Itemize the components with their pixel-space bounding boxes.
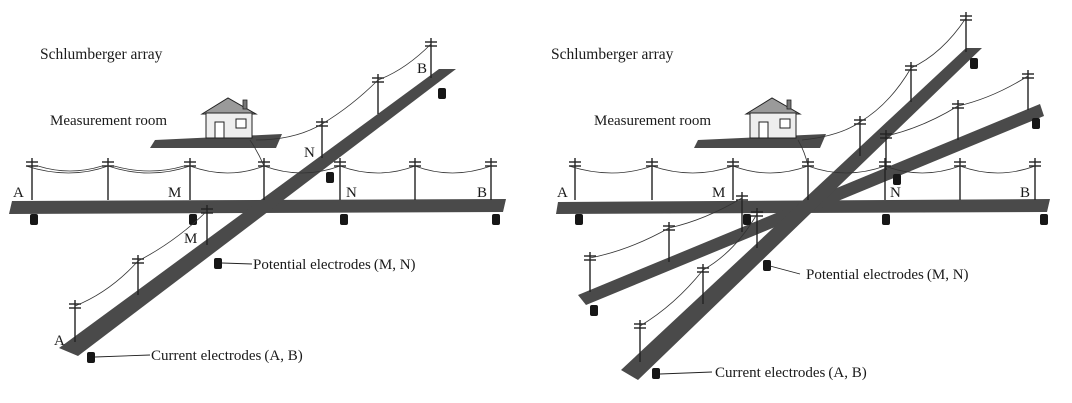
left-wire-diagonal	[74, 43, 432, 307]
right-marker-m: M	[712, 185, 725, 201]
left-marker-n: N	[346, 185, 357, 201]
left-diag-marker-n: N	[304, 145, 315, 161]
left-diag-electrode-n	[326, 172, 334, 183]
right-marker-a: A	[557, 185, 568, 201]
right-room-label: Measurement room	[594, 113, 711, 129]
left-house-icon	[200, 97, 258, 139]
left-electrode-b	[492, 214, 500, 225]
left-panel: Schlumberger array Measurement room	[9, 38, 506, 364]
left-diag-electrode-a	[87, 352, 95, 363]
right-electrode-m	[743, 214, 751, 225]
left-diag-marker-m: M	[184, 231, 197, 247]
right-poles-shallow	[584, 70, 1034, 292]
right-electrode-b	[1040, 214, 1048, 225]
left-potential-label: Potential electrodes (M, N)	[253, 257, 416, 273]
left-diag-electrode-m	[214, 258, 222, 269]
right-poles-horizontal	[569, 158, 1041, 200]
left-marker-a: A	[13, 185, 24, 201]
right-potential-label: Potential electrodes (M, N)	[806, 267, 969, 283]
right-panel: Schlumberger array Measurement room	[551, 12, 1050, 381]
left-panel-title: Schlumberger array	[40, 46, 163, 63]
left-wire-horizontal-2	[37, 165, 185, 172]
right-potential-leader	[769, 265, 801, 275]
left-current-leader	[94, 354, 151, 358]
left-electrode-n	[340, 214, 348, 225]
left-room-label: Measurement room	[50, 113, 167, 129]
left-poles-diagonal	[69, 38, 437, 342]
right-poles-steep	[634, 12, 972, 362]
left-current-label: Current electrodes (A, B)	[151, 348, 303, 364]
right-wire-horizontal	[568, 165, 1036, 174]
right-steep-beam	[621, 48, 982, 380]
right-shallow-electrode-a	[590, 305, 598, 316]
right-electrode-n	[882, 214, 890, 225]
left-diag-marker-b: B	[417, 61, 427, 77]
right-steep-electrode-n	[893, 174, 901, 185]
left-diagonal-beam	[59, 69, 456, 356]
right-panel-title: Schlumberger array	[551, 46, 674, 63]
left-electrode-a	[30, 214, 38, 225]
left-potential-leader	[221, 262, 253, 265]
right-marker-n: N	[890, 185, 901, 201]
left-diag-electrode-b	[438, 88, 446, 99]
left-diag-marker-a: A	[54, 333, 65, 349]
left-marker-b: B	[477, 185, 487, 201]
right-steep-electrode-b	[970, 58, 978, 69]
left-wire-room	[249, 123, 323, 167]
right-marker-b: B	[1020, 185, 1030, 201]
right-current-label: Current electrodes (A, B)	[715, 365, 867, 381]
right-house-icon	[744, 97, 802, 139]
right-wire-room	[797, 121, 861, 167]
right-electrode-a	[575, 214, 583, 225]
left-poles-horizontal	[26, 158, 497, 200]
right-wire-steep	[639, 17, 967, 327]
left-marker-m: M	[168, 185, 181, 201]
right-shallow-electrode-b	[1032, 118, 1040, 129]
right-steep-electrode-a	[652, 368, 660, 379]
right-steep-electrode-m	[763, 260, 771, 271]
right-wire-shallow	[589, 75, 1029, 259]
left-wire-horizontal	[25, 165, 492, 174]
right-current-leader	[659, 371, 713, 375]
